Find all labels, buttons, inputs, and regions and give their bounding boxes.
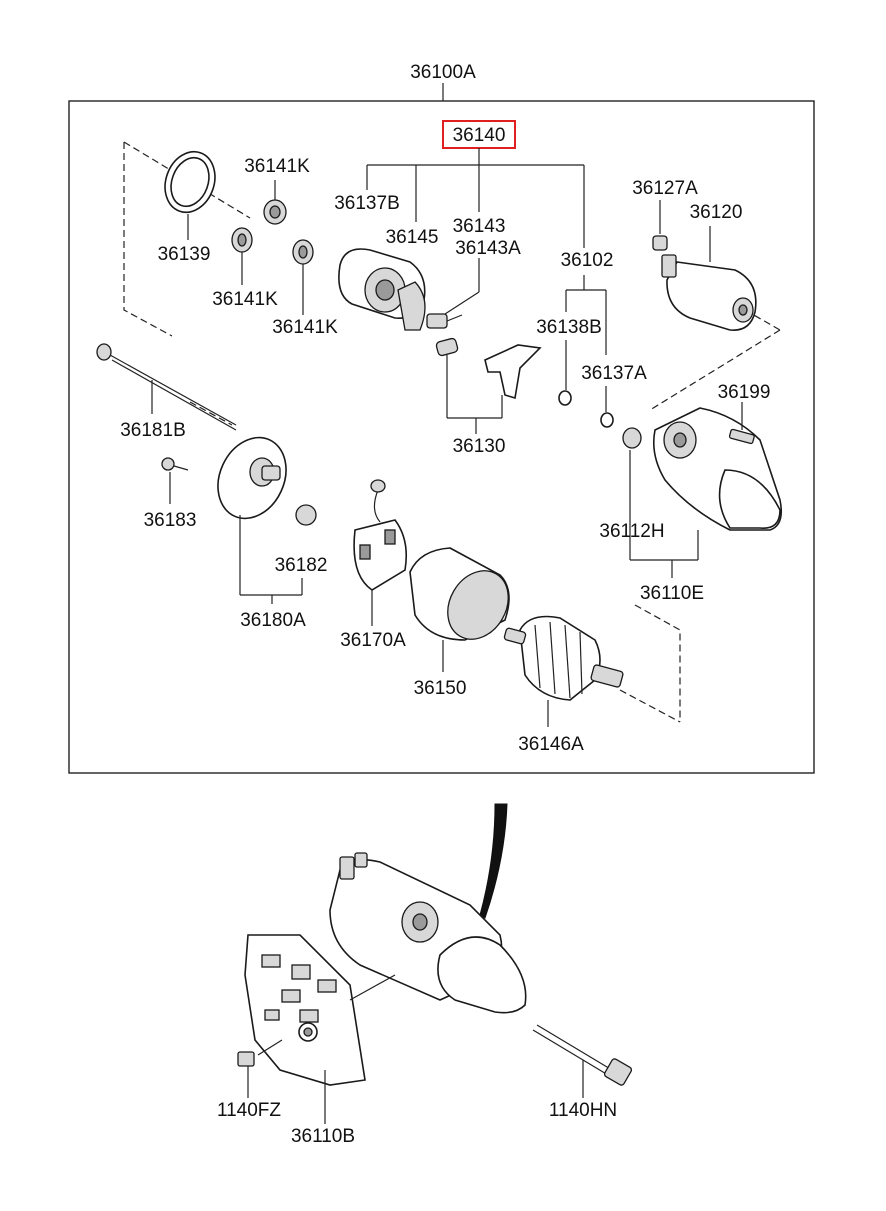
exploded-view-frame [68, 83, 815, 774]
seal-ring-36139 [164, 150, 216, 214]
rear-cover-36180A [217, 436, 287, 520]
label-36140[interactable]: 36140 [453, 125, 506, 146]
gear-36141K-c [292, 239, 314, 265]
label-36100A[interactable]: 36100A [410, 62, 476, 83]
label-36141K-c[interactable]: 36141K [272, 317, 338, 338]
label-36127A[interactable]: 36127A [632, 178, 698, 199]
installed-starter-view [237, 803, 633, 1124]
label-36110E[interactable]: 36110E [640, 583, 704, 604]
label-36139[interactable]: 36139 [158, 244, 211, 265]
label-36143[interactable]: 36143 [453, 216, 506, 237]
label-36137B[interactable]: 36137B [334, 193, 400, 214]
explosion-axes [123, 141, 781, 723]
label-36150[interactable]: 36150 [414, 678, 467, 699]
label-36138B[interactable]: 36138B [536, 317, 602, 338]
label-36145[interactable]: 36145 [386, 227, 439, 248]
bracket-36140 [366, 148, 585, 248]
bracket-36102 [565, 275, 607, 355]
label-36141K-b[interactable]: 36141K [212, 289, 278, 310]
label-1140HN[interactable]: 1140HN [549, 1100, 617, 1121]
armature-36146A [503, 615, 624, 701]
brush-holder-36170A [353, 479, 408, 591]
label-36112H[interactable]: 36112H [599, 521, 664, 542]
label-36180A[interactable]: 36180A [240, 610, 306, 631]
label-36137A[interactable]: 36137A [581, 363, 647, 384]
label-36170A[interactable]: 36170A [340, 630, 406, 651]
bushing-36182 [295, 504, 317, 526]
through-bolt-36181B [96, 343, 237, 431]
label-36110B[interactable]: 36110B [291, 1126, 355, 1147]
label-36141K-a[interactable]: 36141K [244, 156, 310, 177]
drive-lever-36130 [435, 337, 542, 400]
label-36183[interactable]: 36183 [144, 510, 197, 531]
label-1140FZ[interactable]: 1140FZ [217, 1100, 281, 1121]
bolt-36199 [728, 428, 755, 445]
label-36120[interactable]: 36120 [690, 202, 743, 223]
boot-36127A [652, 235, 668, 251]
label-36130[interactable]: 36130 [453, 436, 506, 457]
label-36199[interactable]: 36199 [718, 382, 771, 403]
bushing-36112H [622, 427, 642, 449]
overrunning-clutch-36145 [397, 281, 426, 331]
solenoid-switch-36120 [661, 254, 757, 331]
screw-36183 [161, 457, 189, 471]
gear-36141K-b [231, 227, 253, 253]
yoke-36150 [409, 547, 510, 641]
ring-36137A [600, 412, 614, 428]
ring-36138B [558, 390, 572, 406]
front-housing-36110E [652, 407, 783, 531]
label-36102[interactable]: 36102 [561, 250, 614, 271]
label-36143A[interactable]: 36143A [455, 238, 521, 259]
label-36181B[interactable]: 36181B [120, 420, 186, 441]
label-36146A[interactable]: 36146A [518, 734, 584, 755]
gear-36141K-a [263, 199, 287, 225]
label-36182[interactable]: 36182 [275, 555, 328, 576]
stopper-36143 [426, 313, 463, 329]
